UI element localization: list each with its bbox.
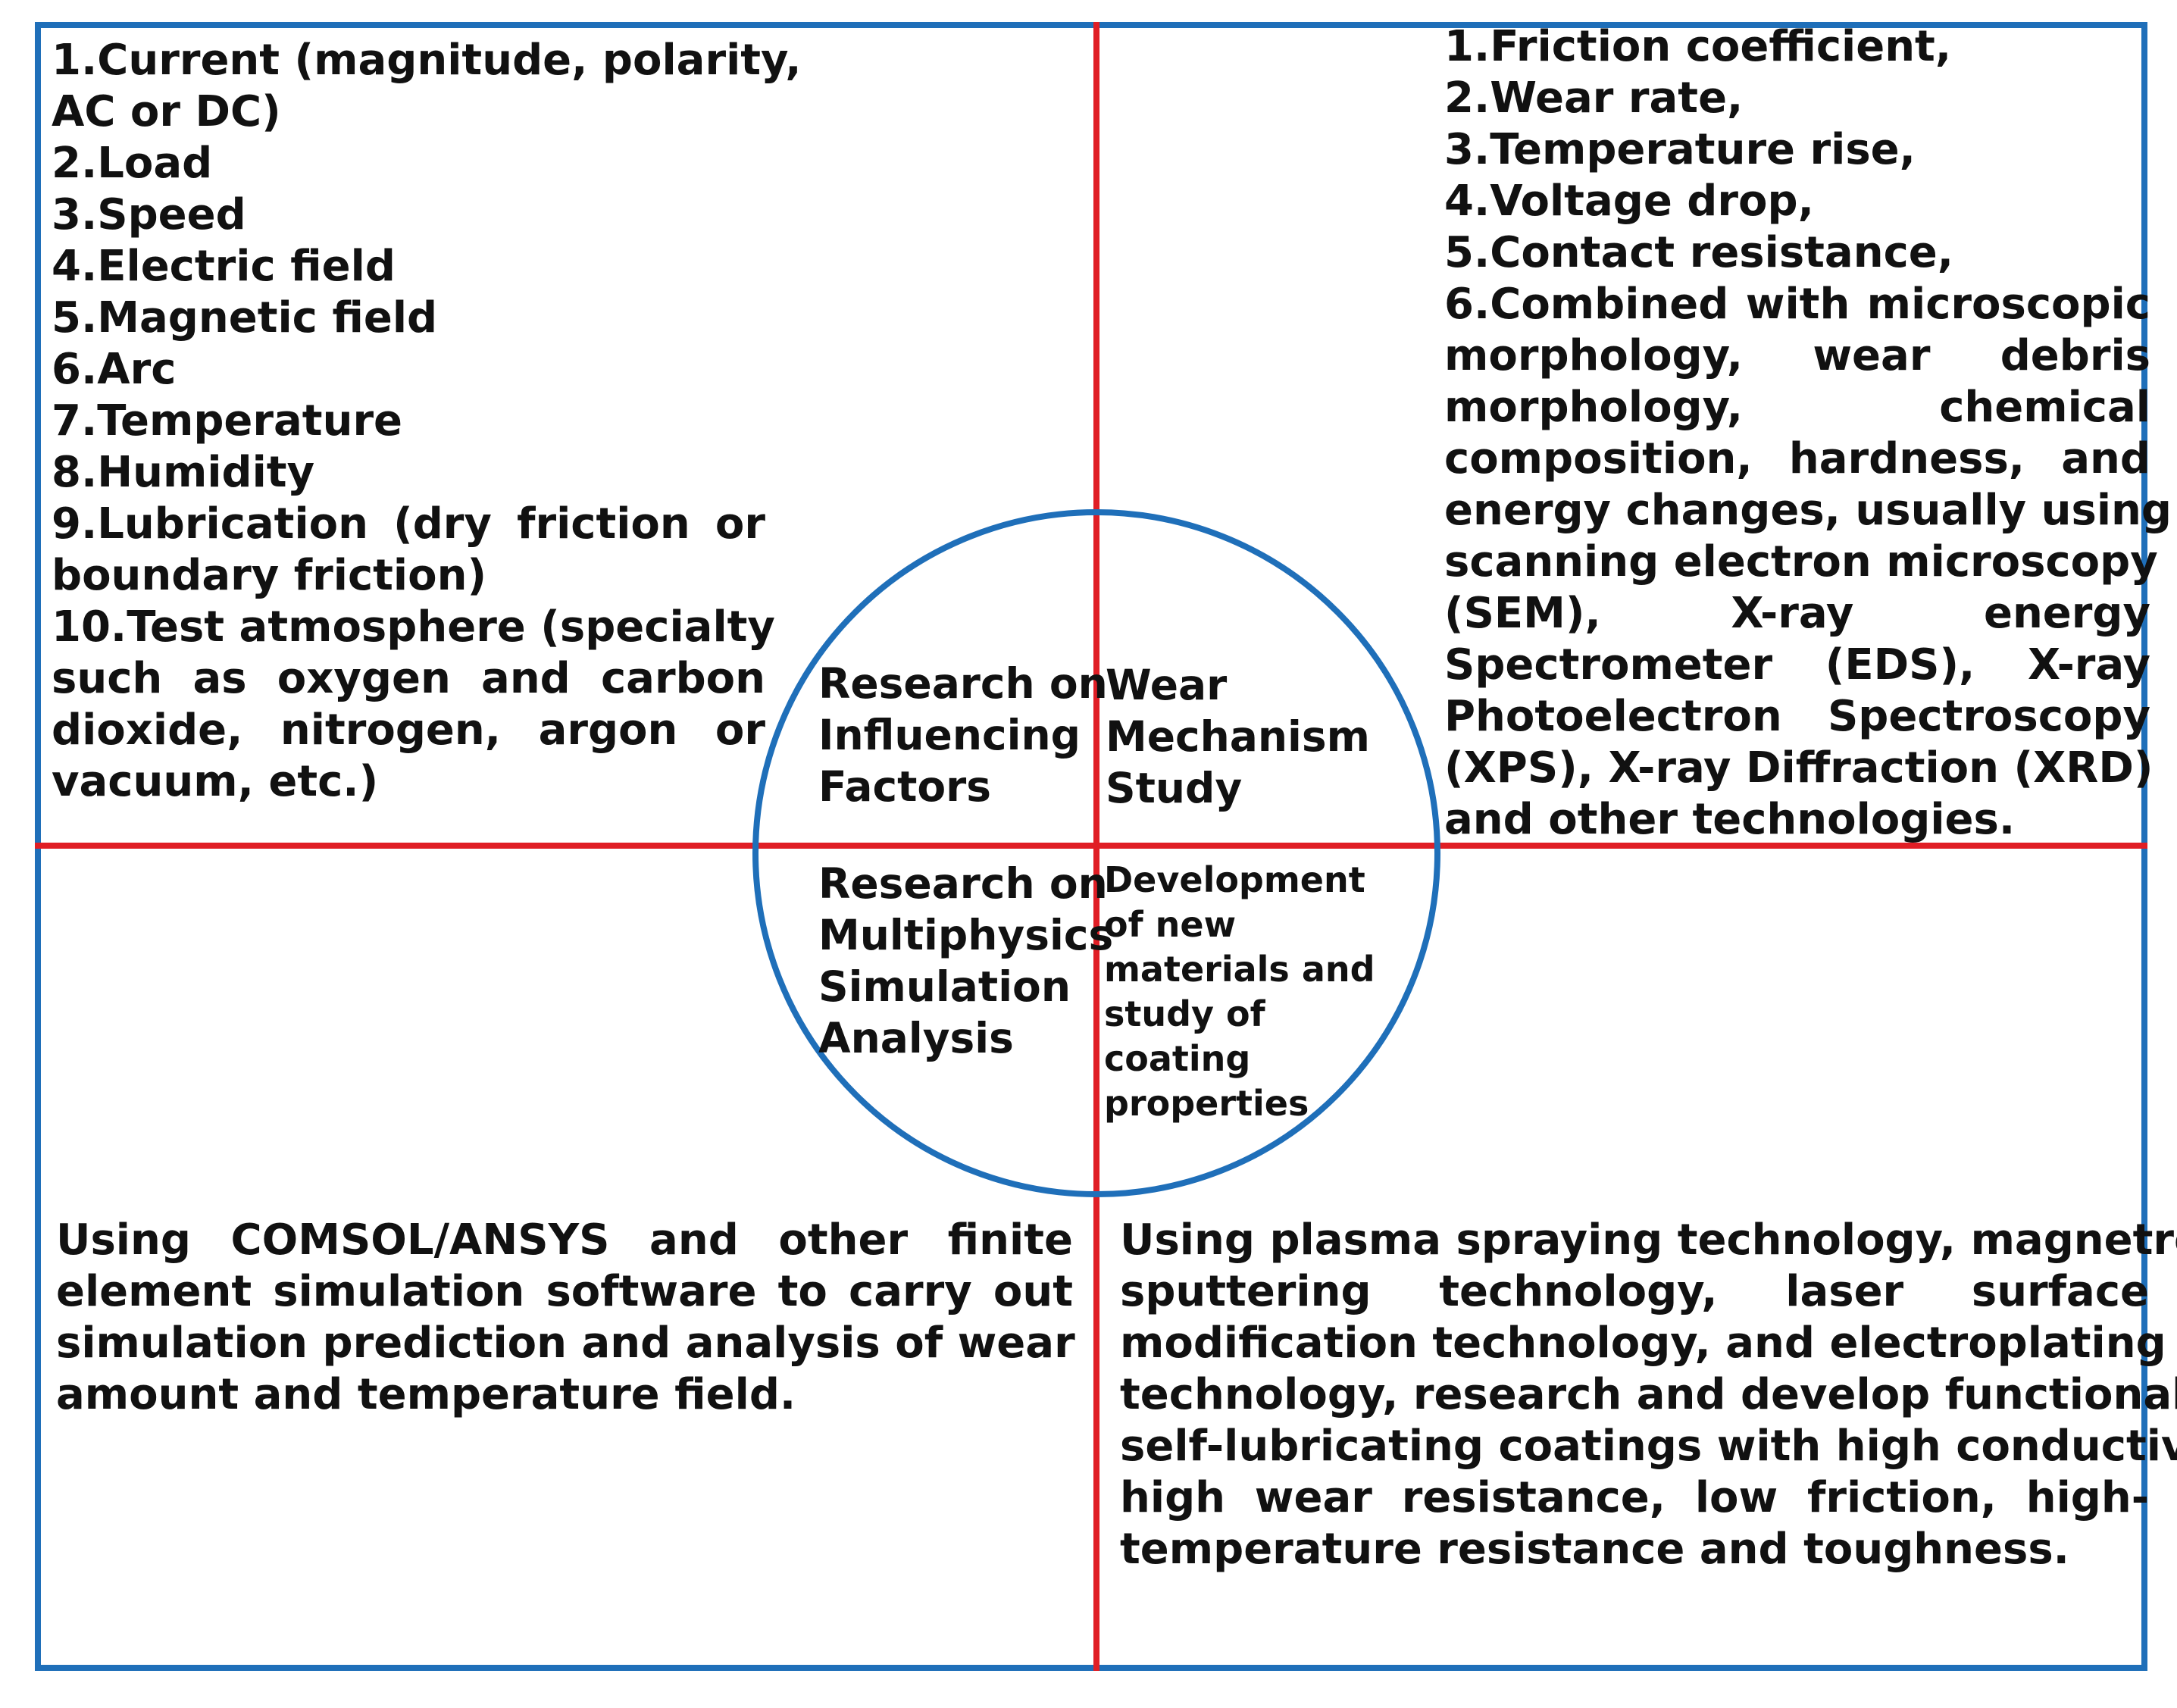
top_right-line: 2.Wear rate, [1444, 74, 1744, 123]
top_right-line: 5.Contact resistance, [1444, 228, 1954, 277]
top_right-line: scanning electron microscopy [1444, 537, 2158, 587]
top_right-title-line: Study [1106, 764, 1243, 812]
top_left-title-line: Research on [818, 659, 1108, 708]
bottom_left-title-line: Multiphysics [818, 911, 1114, 959]
bottom_left-title-line: Analysis [818, 1014, 1014, 1062]
top_right-line: Spectrometer (EDS), X-ray [1444, 640, 2150, 690]
bottom_right-line: sputtering technology, laser surface [1120, 1267, 2149, 1316]
top_left-line: 5.Magnetic field [52, 293, 438, 343]
bottom_left-line: element simulation software to carry out [56, 1267, 1073, 1316]
materials-description: Using plasma spraying technology, magnet… [1120, 1215, 2177, 1575]
top_left-title-line: Influencing [818, 711, 1081, 759]
top_right-line: (SEM), X-ray energy [1444, 589, 2150, 638]
bottom_right-title-line: coating [1104, 1038, 1251, 1079]
bottom_right-line: temperature resistance and toughness. [1120, 1525, 2069, 1574]
top_left-line: dioxide, nitrogen, argon or [52, 705, 765, 755]
top_left-line: such as oxygen and carbon [52, 654, 765, 703]
bottom_right-title-line: study of [1104, 993, 1265, 1034]
top_right-line: 6.Combined with microscopic [1444, 280, 2150, 329]
top_right-line: composition, hardness, and [1444, 434, 2150, 483]
bottom_right-line: modification technology, and electroplat… [1120, 1319, 2166, 1368]
bottom_left-line: simulation prediction and analysis of we… [56, 1319, 1075, 1368]
top_left-line: 2.Load [52, 139, 213, 188]
bottom_left-line: amount and temperature field. [56, 1370, 796, 1419]
top_left-line: 1.Current (magnitude, polarity, [52, 36, 802, 85]
top_right-title-line: Wear [1106, 661, 1228, 709]
bottom_left-title-line: Research on [818, 859, 1108, 908]
top_right-line: Photoelectron Spectroscopy [1444, 692, 2150, 741]
top_left-line: 8.Humidity [52, 448, 315, 497]
top_left-line: 9.Lubrication (dry friction or [52, 499, 765, 549]
top_left-line: AC or DC) [52, 87, 281, 136]
top_right-line: energy changes, usually using [1444, 486, 2172, 535]
top_left-line: 10.Test atmosphere (specialty [52, 602, 775, 652]
bottom_right-title-line: of new [1104, 904, 1237, 945]
influencing-factors-list: 1.Current (magnitude, polarity,AC or DC)… [52, 35, 802, 808]
wear-mechanism-list: 1.Friction coefficient,2.Wear rate,3.Tem… [1444, 21, 2172, 846]
bottom_right-line: Using plasma spraying technology, magnet… [1120, 1215, 2177, 1265]
top_right-line: 1.Friction coefficient, [1444, 22, 1952, 71]
top_right-line: morphology, chemical [1444, 383, 2150, 432]
bottom_right-line: technology, research and develop functio… [1120, 1370, 2177, 1419]
bottom_left-line: Using COMSOL/ANSYS and other finite [56, 1215, 1073, 1265]
top_left-line: vacuum, etc.) [52, 757, 379, 806]
top_left-line: boundary friction) [52, 551, 487, 600]
bottom_left-title-line: Simulation [818, 962, 1071, 1011]
bottom_right-title-line: materials and [1104, 949, 1375, 990]
top_right-title-line: Mechanism [1106, 712, 1370, 761]
top_left-line: 3.Speed [52, 190, 246, 239]
top_right-line: 4.Voltage drop, [1444, 177, 1814, 226]
top_right-line: 3.Temperature rise, [1444, 125, 1916, 174]
bottom_right-title-line: properties [1104, 1083, 1309, 1124]
bottom_right-line: high wear resistance, low friction, high… [1120, 1473, 2149, 1522]
top_left-line: 7.Temperature [52, 396, 403, 446]
top_right-line: and other technologies. [1444, 795, 2016, 844]
top_left-line: 6.Arc [52, 345, 177, 394]
top_right-line: (XPS), X-ray Diffraction (XRD) [1444, 743, 2154, 793]
central-circle [752, 509, 1440, 1197]
top_left-title-line: Factors [818, 762, 992, 811]
bottom_right-title-line: Development [1104, 859, 1365, 900]
top_left-line: 4.Electric field [52, 242, 396, 291]
bottom_right-line: self-lubricating coatings with high cond… [1120, 1422, 2177, 1471]
top_right-line: morphology, wear debris [1444, 331, 2150, 380]
